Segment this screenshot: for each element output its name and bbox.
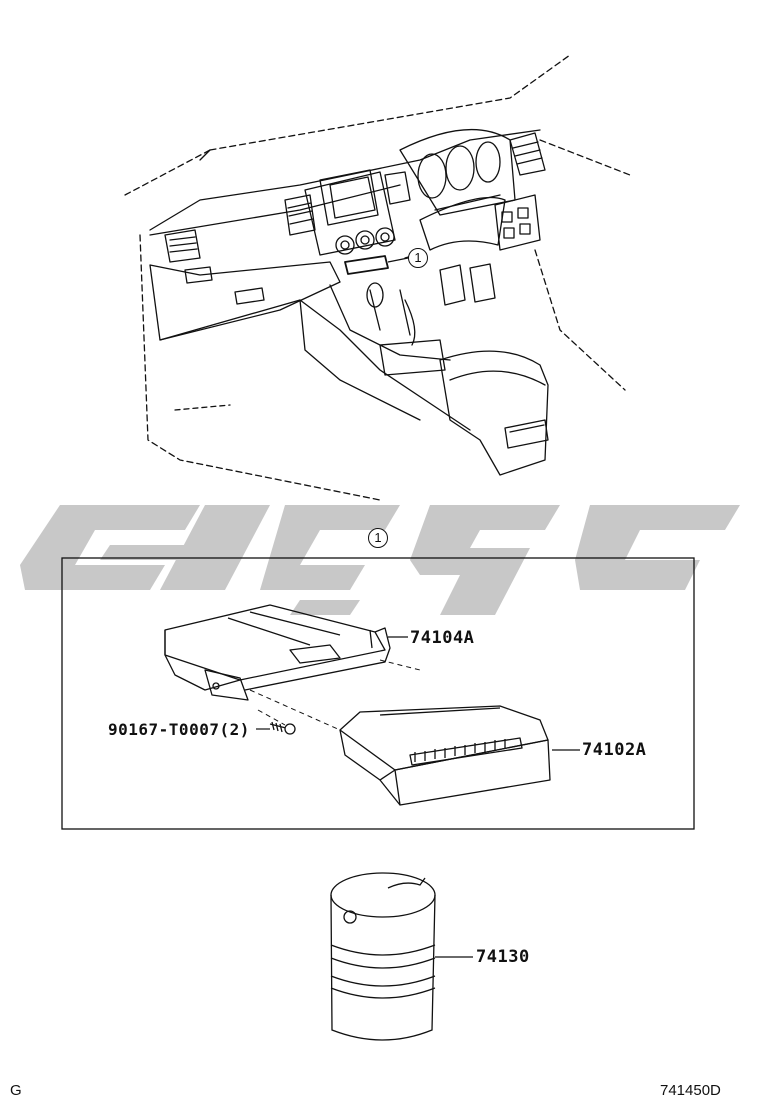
part-number-74130: 74130 bbox=[476, 947, 530, 967]
ashtray-drawer bbox=[339, 705, 551, 806]
portable-ashtray-cup bbox=[330, 872, 436, 1041]
ashtray-housing bbox=[164, 604, 391, 701]
part-number-90167-T0007: 90167-T0007(2) bbox=[108, 720, 250, 739]
callout-marker-top: 1 bbox=[408, 248, 428, 268]
screw bbox=[269, 721, 296, 735]
component-frame bbox=[61, 557, 695, 830]
watermark-logo bbox=[20, 505, 740, 615]
dashboard-illustration bbox=[124, 54, 631, 501]
callout-leader bbox=[387, 257, 409, 263]
part-number-74104A: 74104A bbox=[410, 628, 475, 648]
footer-illustration-number: 741450D bbox=[660, 1082, 721, 1099]
assembly-guide-lines bbox=[249, 659, 421, 731]
part-number-74102A: 74102A bbox=[582, 740, 647, 760]
callout-marker-section: 1 bbox=[368, 528, 388, 548]
footer-left-code: G bbox=[10, 1082, 22, 1099]
